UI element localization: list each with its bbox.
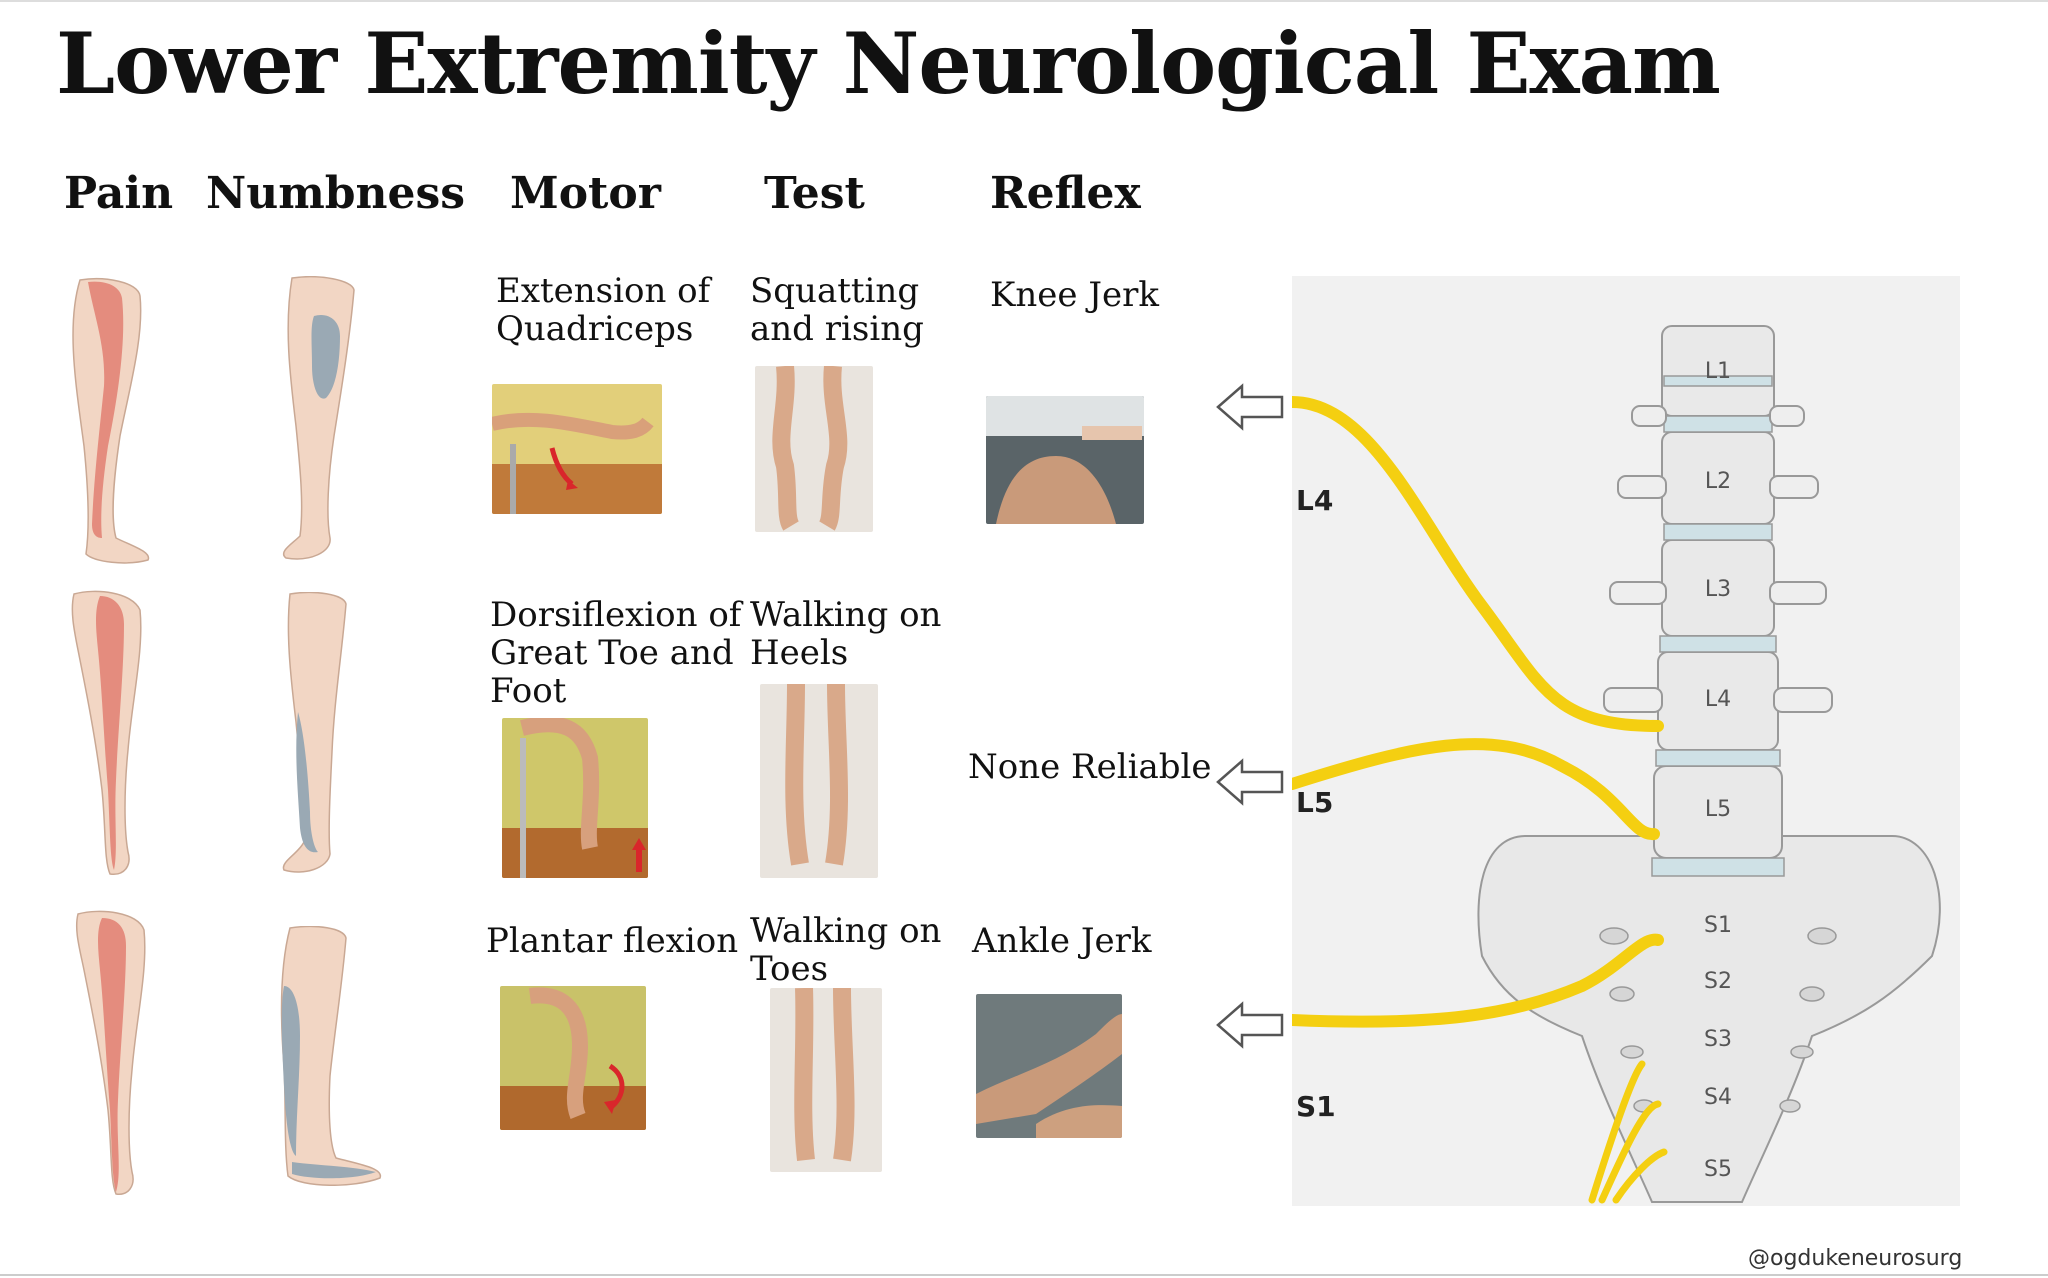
numbness-leg-l4-illustration — [270, 275, 380, 566]
test-photo-walking-heels — [760, 684, 878, 878]
numbness-leg-l5-illustration — [270, 591, 370, 882]
test-photo-walking-toes — [770, 988, 882, 1172]
motor-photo-plantar-flexion — [500, 986, 646, 1130]
top-border — [0, 0, 2048, 2]
arrow-left-icon-l4 — [1216, 382, 1286, 432]
column-header-numbness: Numbness — [206, 168, 466, 219]
reflex-photo-knee-jerk — [986, 396, 1144, 524]
vertebra-label-l5: L5 — [1705, 797, 1731, 822]
vertebra-label-s4: S4 — [1704, 1085, 1732, 1110]
vertebra-label-l4: L4 — [1705, 687, 1731, 712]
column-header-motor: Motor — [510, 168, 661, 219]
arrow-left-icon-l5 — [1216, 757, 1286, 807]
vertebra-label-l3: L3 — [1705, 577, 1731, 602]
test-photo-squatting — [755, 366, 873, 532]
motor-photo-dorsiflexion — [502, 718, 648, 878]
vertebra-label-l2: L2 — [1705, 469, 1731, 494]
vertebra-label-l1: L1 — [1705, 359, 1731, 384]
nerve-root-label-s1: S1 — [1296, 1090, 1336, 1123]
nerve-root-label-l5: L5 — [1296, 786, 1334, 819]
column-header-reflex: Reflex — [990, 168, 1141, 219]
vertebra-label-s5: S5 — [1704, 1157, 1732, 1182]
credit-handle: @ogdukeneurosurg — [1748, 1246, 1963, 1271]
motor-photo-quadriceps-extension — [492, 384, 662, 514]
column-header-test: Test — [764, 168, 865, 219]
column-header-pain: Pain — [64, 168, 174, 219]
pain-leg-s1-illustration — [72, 910, 162, 1200]
pain-leg-l5-illustration — [66, 590, 156, 880]
reflex-photo-ankle-jerk — [976, 994, 1122, 1138]
nerve-root-label-l4: L4 — [1296, 484, 1334, 517]
bottom-border — [0, 1274, 2048, 1276]
lumbosacral-spine-diagram: L1 L2 L3 L4 L5 S1 S2 S3 S4 S5 — [1286, 276, 1960, 1206]
vertebra-label-s3: S3 — [1704, 1027, 1732, 1052]
reflex-label-s1: Ankle Jerk — [972, 921, 1152, 961]
reflex-label-l5: None Reliable — [968, 747, 1212, 787]
pain-leg-l4-illustration — [60, 276, 160, 566]
numbness-leg-s1-illustration — [272, 925, 392, 1186]
page-title: Lower Extremity Neurological Exam — [56, 14, 1721, 113]
arrow-left-icon-s1 — [1216, 1000, 1286, 1050]
reflex-label-l4: Knee Jerk — [990, 275, 1159, 315]
vertebra-label-s2: S2 — [1704, 969, 1732, 994]
vertebra-label-s1: S1 — [1704, 913, 1732, 938]
motor-label-s1: Plantar flexion — [486, 921, 739, 961]
